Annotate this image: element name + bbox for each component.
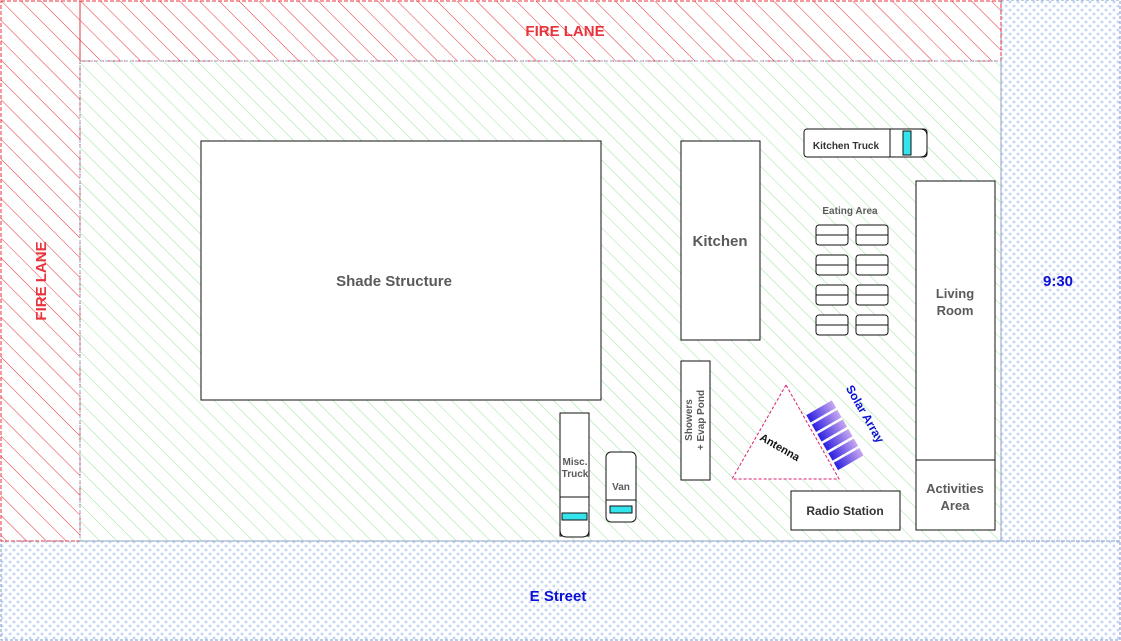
activities-label-line1: Activities	[926, 481, 984, 496]
kitchen-label: Kitchen	[692, 233, 747, 250]
activities-label-line2: Area	[941, 498, 971, 513]
van: Van	[605, 451, 637, 523]
fire-lane-left-label: FIRE LANE	[33, 241, 50, 320]
solar-array	[805, 399, 865, 471]
showers-label-line2: + Evap Pond	[696, 390, 707, 450]
street-label: E Street	[530, 588, 587, 605]
street-zone	[0, 540, 1121, 641]
misc-truck-windshield	[561, 512, 588, 521]
shade-structure-label: Shade Structure	[336, 273, 452, 290]
kitchen-truck: Kitchen Truck	[803, 128, 928, 158]
misc-truck: Misc. Truck	[559, 412, 590, 538]
showers-evap-pond	[680, 360, 711, 481]
fire-lane-top-label: FIRE LANE	[525, 23, 604, 40]
eating-area-label: Eating Area	[822, 206, 878, 217]
east-dotted-zone	[1000, 0, 1121, 542]
time-label: 9:30	[1043, 273, 1073, 290]
living-room-label-line2: Room	[937, 303, 974, 318]
eating-area-tables	[815, 224, 889, 336]
antenna-zone	[731, 383, 840, 480]
radio-station-label: Radio Station	[806, 504, 883, 518]
living-room-label-line1: Living	[936, 286, 974, 301]
radio-station	[790, 490, 901, 531]
solar-panel	[811, 409, 843, 433]
misc-truck-label-line2: Truck	[562, 469, 589, 480]
kitchen	[680, 140, 761, 341]
showers-label-line1: Showers	[684, 399, 695, 441]
kitchen-truck-windshield	[902, 130, 912, 156]
fire-lane-top-zone	[79, 0, 1002, 62]
misc-truck-label-line1: Misc.	[562, 457, 587, 468]
solar-panel	[805, 399, 837, 424]
solar-panel	[816, 418, 848, 443]
van-label: Van	[612, 482, 630, 493]
kitchen-truck-label: Kitchen Truck	[813, 141, 880, 152]
shade-structure	[200, 140, 602, 401]
solar-panel	[822, 428, 854, 452]
living-room	[915, 180, 996, 461]
activities-area	[915, 459, 996, 531]
van-windshield	[609, 505, 633, 514]
solar-panel	[833, 447, 865, 471]
solar-panel	[827, 437, 859, 462]
